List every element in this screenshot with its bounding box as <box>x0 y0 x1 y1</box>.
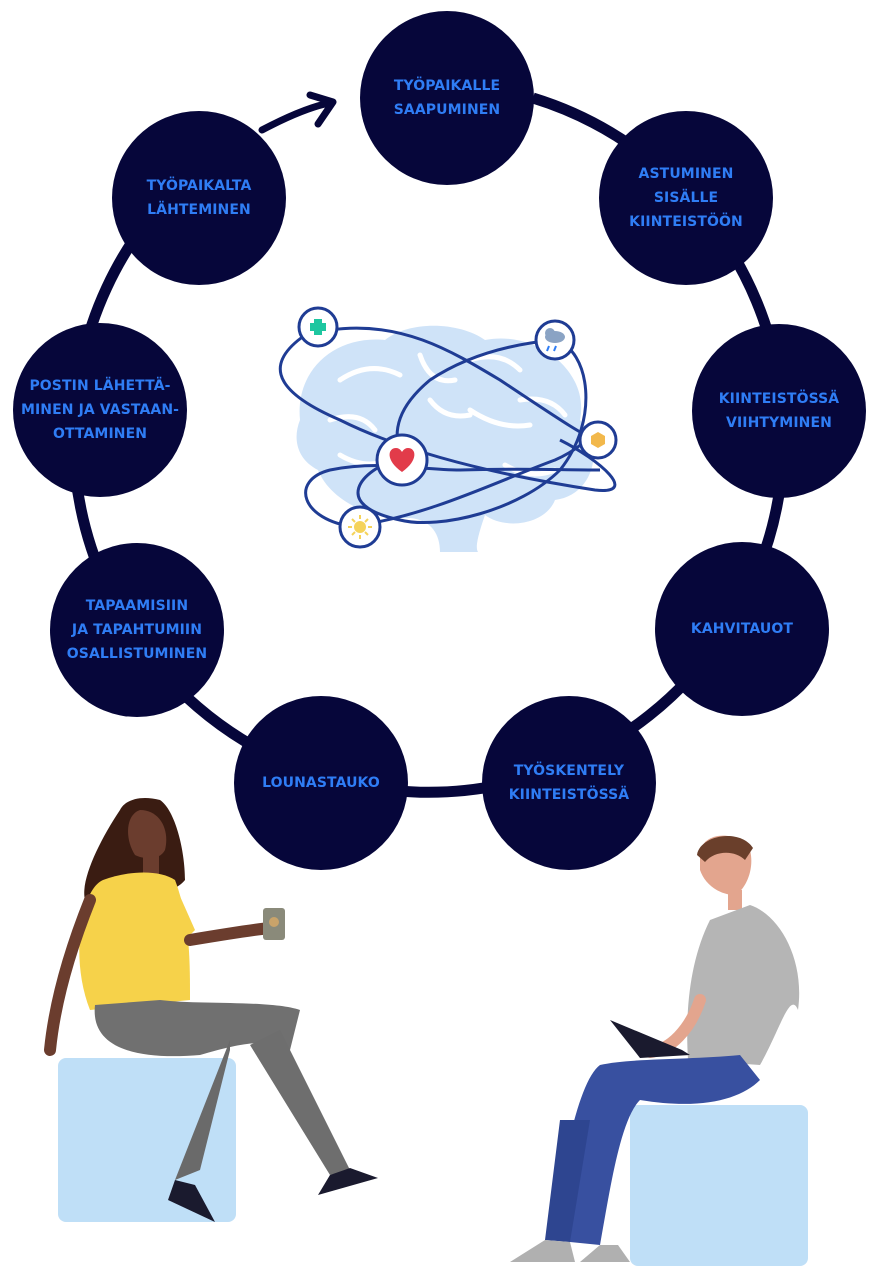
seat-left <box>58 1058 236 1222</box>
ring-arrow-shaft <box>258 100 329 134</box>
step-node-comfort: KIINTEISTÖSSÄ VIIHTYMINEN <box>692 324 866 498</box>
step-node-working: TYÖSKENTELY KIINTEISTÖSSÄ <box>482 696 656 870</box>
sun-icon <box>338 505 382 549</box>
step-label-working: TYÖSKENTELY KIINTEISTÖSSÄ <box>508 763 630 803</box>
plus-icon <box>297 306 339 348</box>
laptop-icon <box>610 1020 690 1058</box>
step-node-mail: POSTIN LÄHETTÄ- MINEN JA VASTAAN- OTTAMI… <box>13 323 187 497</box>
cloud-rain-icon <box>534 319 576 361</box>
step-node-entering: ASTUMINEN SISÄLLE KIINTEISTÖÖN <box>599 111 773 285</box>
step-label-comfort: KIINTEISTÖSSÄ VIIHTYMINEN <box>718 391 840 431</box>
step-node-leaving: TYÖPAIKALTA LÄHTEMINEN <box>112 111 286 285</box>
step-label-coffee: KAHVITAUOT <box>690 621 794 637</box>
step-label-arrival: TYÖPAIKALLE SAAPUMINEN <box>393 78 501 118</box>
step-label-meetings: TAPAAMISIIN JA TAPAHTUMIIN OSALLISTUMINE… <box>66 598 208 662</box>
step-node-coffee: KAHVITAUOT <box>655 542 829 716</box>
step-node-meetings: TAPAAMISIIN JA TAPAHTUMIIN OSALLISTUMINE… <box>50 543 224 717</box>
seat-right <box>630 1105 808 1266</box>
step-label-mail: POSTIN LÄHETTÄ- MINEN JA VASTAAN- OTTAMI… <box>20 378 180 442</box>
step-label-leaving: TYÖPAIKALTA LÄHTEMINEN <box>146 178 252 218</box>
woman-with-coffee-illustration <box>44 798 378 1222</box>
step-node-lunch: LOUNASTAUKO <box>234 696 408 870</box>
man-with-laptop-illustration <box>510 835 808 1266</box>
step-label-entering: ASTUMINEN SISÄLLE KIINTEISTÖÖN <box>629 166 743 230</box>
step-node-arrival: TYÖPAIKALLE SAAPUMINEN <box>360 11 534 185</box>
honeycomb-icon <box>578 420 618 460</box>
step-label-lunch: LOUNASTAUKO <box>262 775 380 791</box>
arrow-head-icon <box>306 91 337 128</box>
heart-icon <box>375 433 429 487</box>
